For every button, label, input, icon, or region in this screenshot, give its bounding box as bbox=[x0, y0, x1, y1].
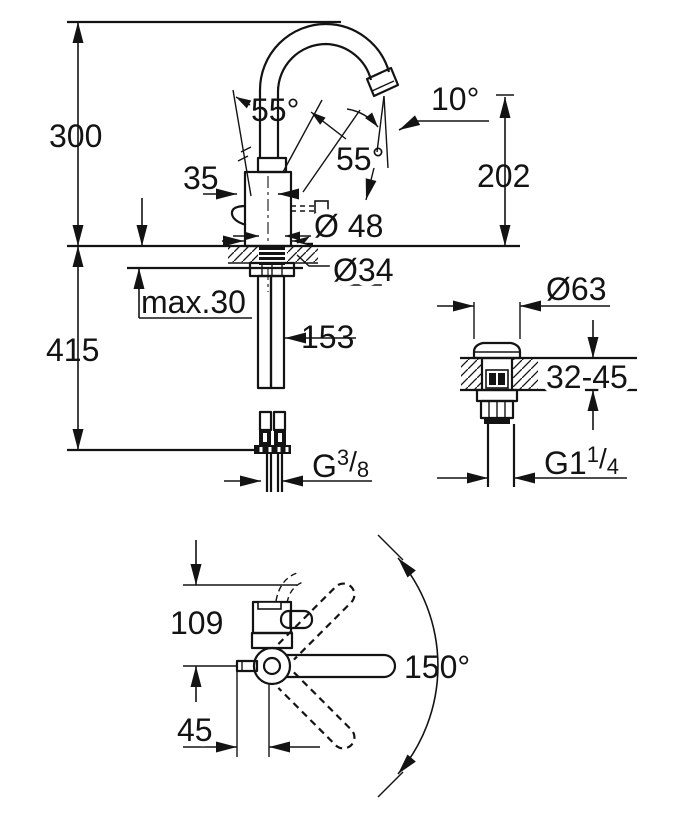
dim-35: 35 bbox=[183, 160, 219, 196]
spout-top-solid bbox=[286, 653, 397, 679]
water-line-vertical bbox=[383, 95, 389, 169]
hose-lower-right bbox=[272, 410, 287, 432]
thread-g38-sub: 8 bbox=[357, 457, 369, 482]
hose-nut-slot-right bbox=[278, 433, 282, 442]
drain-slot-left bbox=[489, 373, 496, 385]
dim-202: 202 bbox=[477, 158, 530, 194]
dim-55-left: 55° bbox=[251, 92, 299, 128]
dim-300: 300 bbox=[49, 118, 102, 154]
thread-g114-sub: 4 bbox=[607, 454, 619, 479]
drain-cap bbox=[472, 341, 522, 360]
drain-locknut-lines bbox=[488, 401, 506, 418]
drain-drawing: Ø63 32-45 G11/4 bbox=[437, 271, 637, 487]
lever-dashed-end bbox=[314, 200, 329, 214]
dim-leader-10 bbox=[398, 115, 489, 131]
drain-tailpipe bbox=[486, 424, 516, 487]
thread-g38: G3/8 bbox=[312, 445, 369, 484]
thread-g38-slash: / bbox=[349, 446, 357, 477]
aerator-seam bbox=[371, 80, 395, 92]
dim-415: 415 bbox=[46, 332, 99, 368]
dim-dia48: Ø 48 bbox=[314, 208, 383, 244]
swivel-arc-tick-bottom bbox=[377, 771, 404, 798]
deck-hatch-right bbox=[287, 247, 318, 262]
drain-flange bbox=[475, 388, 519, 403]
topview-lever bbox=[279, 609, 314, 630]
spout-inner-curve bbox=[276, 42, 373, 158]
dim-45: 45 bbox=[177, 712, 213, 748]
dim-dia34: Ø34 bbox=[333, 252, 393, 288]
thread-g38-sup: 3 bbox=[337, 445, 349, 470]
hose-nut-slot-left bbox=[263, 433, 267, 442]
supply-hose-left bbox=[256, 274, 273, 390]
angle-arc-right bbox=[346, 108, 379, 128]
topview-stub bbox=[235, 659, 259, 673]
thread-g114-sup: 1 bbox=[587, 442, 599, 467]
hose-lower-left bbox=[258, 410, 273, 432]
mounting-nut-lines bbox=[261, 263, 283, 276]
deck-hatch-left bbox=[228, 247, 258, 262]
spout-top-dashed-up bbox=[277, 582, 356, 661]
lever-open-line bbox=[302, 109, 361, 193]
drain-slot-right bbox=[498, 373, 505, 385]
dim-dia63: Ø63 bbox=[546, 271, 606, 307]
spout-outer-curve bbox=[258, 22, 391, 158]
spout-top-dashed-down bbox=[277, 671, 356, 750]
lever-dashed-right bbox=[291, 205, 315, 212]
drain-hatch-right bbox=[512, 359, 538, 389]
drain-body-sides bbox=[480, 358, 514, 390]
dim-109: 109 bbox=[170, 605, 223, 641]
dim-leader-dia34 bbox=[296, 254, 384, 286]
dim-leader-dia48 bbox=[296, 234, 317, 244]
hose-flange bbox=[254, 445, 291, 454]
lever-tilt-ticks bbox=[237, 146, 252, 162]
lever-tilt-line-left bbox=[232, 89, 252, 197]
dim-153: 153 bbox=[301, 319, 354, 355]
thread-g38-base: G bbox=[312, 448, 337, 484]
hose-flange-slots bbox=[259, 447, 289, 452]
drain-hatch-left bbox=[461, 359, 482, 389]
thread-g114-base: G1 bbox=[544, 445, 587, 481]
topview-body bbox=[250, 631, 294, 650]
thread-g114: G11/4 bbox=[544, 442, 619, 481]
drain-collar bbox=[484, 418, 510, 424]
thread-g114-slash: / bbox=[599, 443, 607, 474]
dim-10: 10° bbox=[431, 81, 479, 117]
aerator bbox=[365, 66, 400, 98]
angle-arrow-left bbox=[235, 96, 252, 109]
spout-tip-dashed-curve bbox=[275, 572, 304, 604]
dim-150: 150° bbox=[404, 649, 470, 685]
dim-max30: max.30 bbox=[141, 284, 246, 320]
cartridge-cap bbox=[256, 156, 288, 174]
lever-handle-left bbox=[230, 204, 247, 227]
supply-hose-right bbox=[269, 274, 286, 390]
lever-tilt-line-right bbox=[282, 99, 323, 173]
topview-cartridge-detail bbox=[257, 601, 282, 610]
swivel-arc-150 bbox=[397, 557, 439, 775]
dim-32-45: 32-45 bbox=[546, 359, 628, 395]
shank-threads bbox=[259, 250, 285, 262]
angle-arrow-down bbox=[365, 167, 377, 201]
connection-tubes bbox=[265, 454, 284, 492]
top-view-drawing: 109 45 150° bbox=[170, 534, 470, 798]
swivel-arc-tick-top bbox=[377, 534, 404, 561]
side-view-drawing: 300 max.30 415 35 55° 55° 10° 202 Ø 48 Ø… bbox=[46, 20, 530, 492]
swivel-bore bbox=[262, 656, 282, 676]
dim-55-right: 55° bbox=[336, 141, 384, 177]
dim-ext-dia63 bbox=[473, 302, 521, 339]
angle-arrow-cross bbox=[310, 111, 347, 140]
water-line-tilted bbox=[376, 95, 385, 153]
swivel-ring-outer bbox=[252, 646, 292, 686]
